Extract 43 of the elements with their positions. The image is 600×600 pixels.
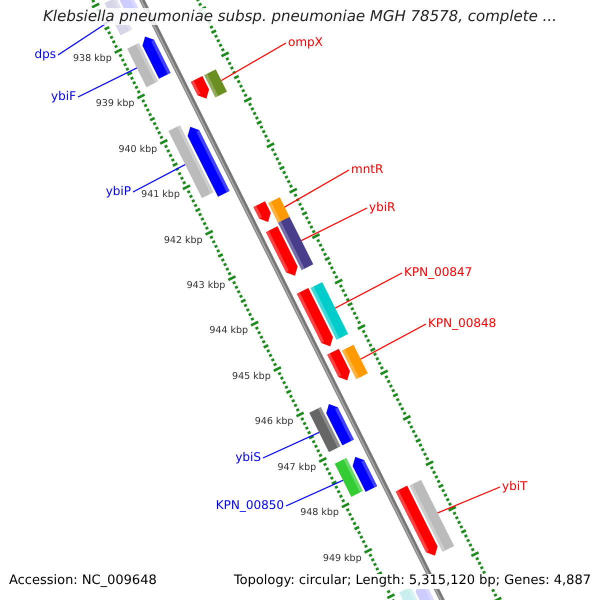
scale-label: 939 kbp [96,99,134,110]
leader-line [286,480,344,507]
gene-feature [334,458,363,497]
scale-label: 941 kbp [141,190,180,201]
gene-label: KPN_00848 [428,317,496,331]
gene-feature [409,480,454,552]
leader-line [221,42,286,82]
gene-feature [310,282,348,340]
scale-label: 945 kbp [232,372,271,383]
leader-line [437,486,500,514]
leader-line [301,207,368,242]
scale-label: 944 kbp [209,326,248,338]
gene-feature [204,69,227,98]
gene-label: ybiS [235,451,261,465]
scale-label: 946 kbp [254,417,294,428]
gene-label: mntR [351,163,384,177]
gene-label: ybiF [51,90,76,104]
gene-label: KPN_00847 [404,266,472,280]
scale-label: 949 kbp [322,554,362,564]
scale-label: 943 kbp [186,280,226,292]
gene-label: KPN_00850 [216,499,284,513]
leader-line [334,272,402,309]
leader-line [132,164,186,193]
scale-label: 947 kbp [277,462,316,474]
gene-label: ybiT [502,480,528,494]
gene-feature [278,216,314,270]
accession-text: Accession: NC_009648 [9,574,157,589]
leader-line [284,169,350,208]
scale-label: 940 kbp [118,144,158,156]
gene-feature [309,406,341,452]
gene-feature [342,344,368,380]
scale-label: 938 kbp [73,54,112,65]
gene-label: ybiP [106,185,131,199]
gene-label: dps [34,48,56,62]
scale-label: 948 kbp [300,508,339,520]
gene-label: ompX [288,36,323,50]
gene-feature [127,42,158,88]
leader-line [262,432,320,459]
gene-label: ybiR [369,201,396,215]
scale-label: 942 kbp [164,236,203,246]
leader-line [360,323,426,360]
leader-line [78,67,138,98]
gene-feature [268,197,290,223]
